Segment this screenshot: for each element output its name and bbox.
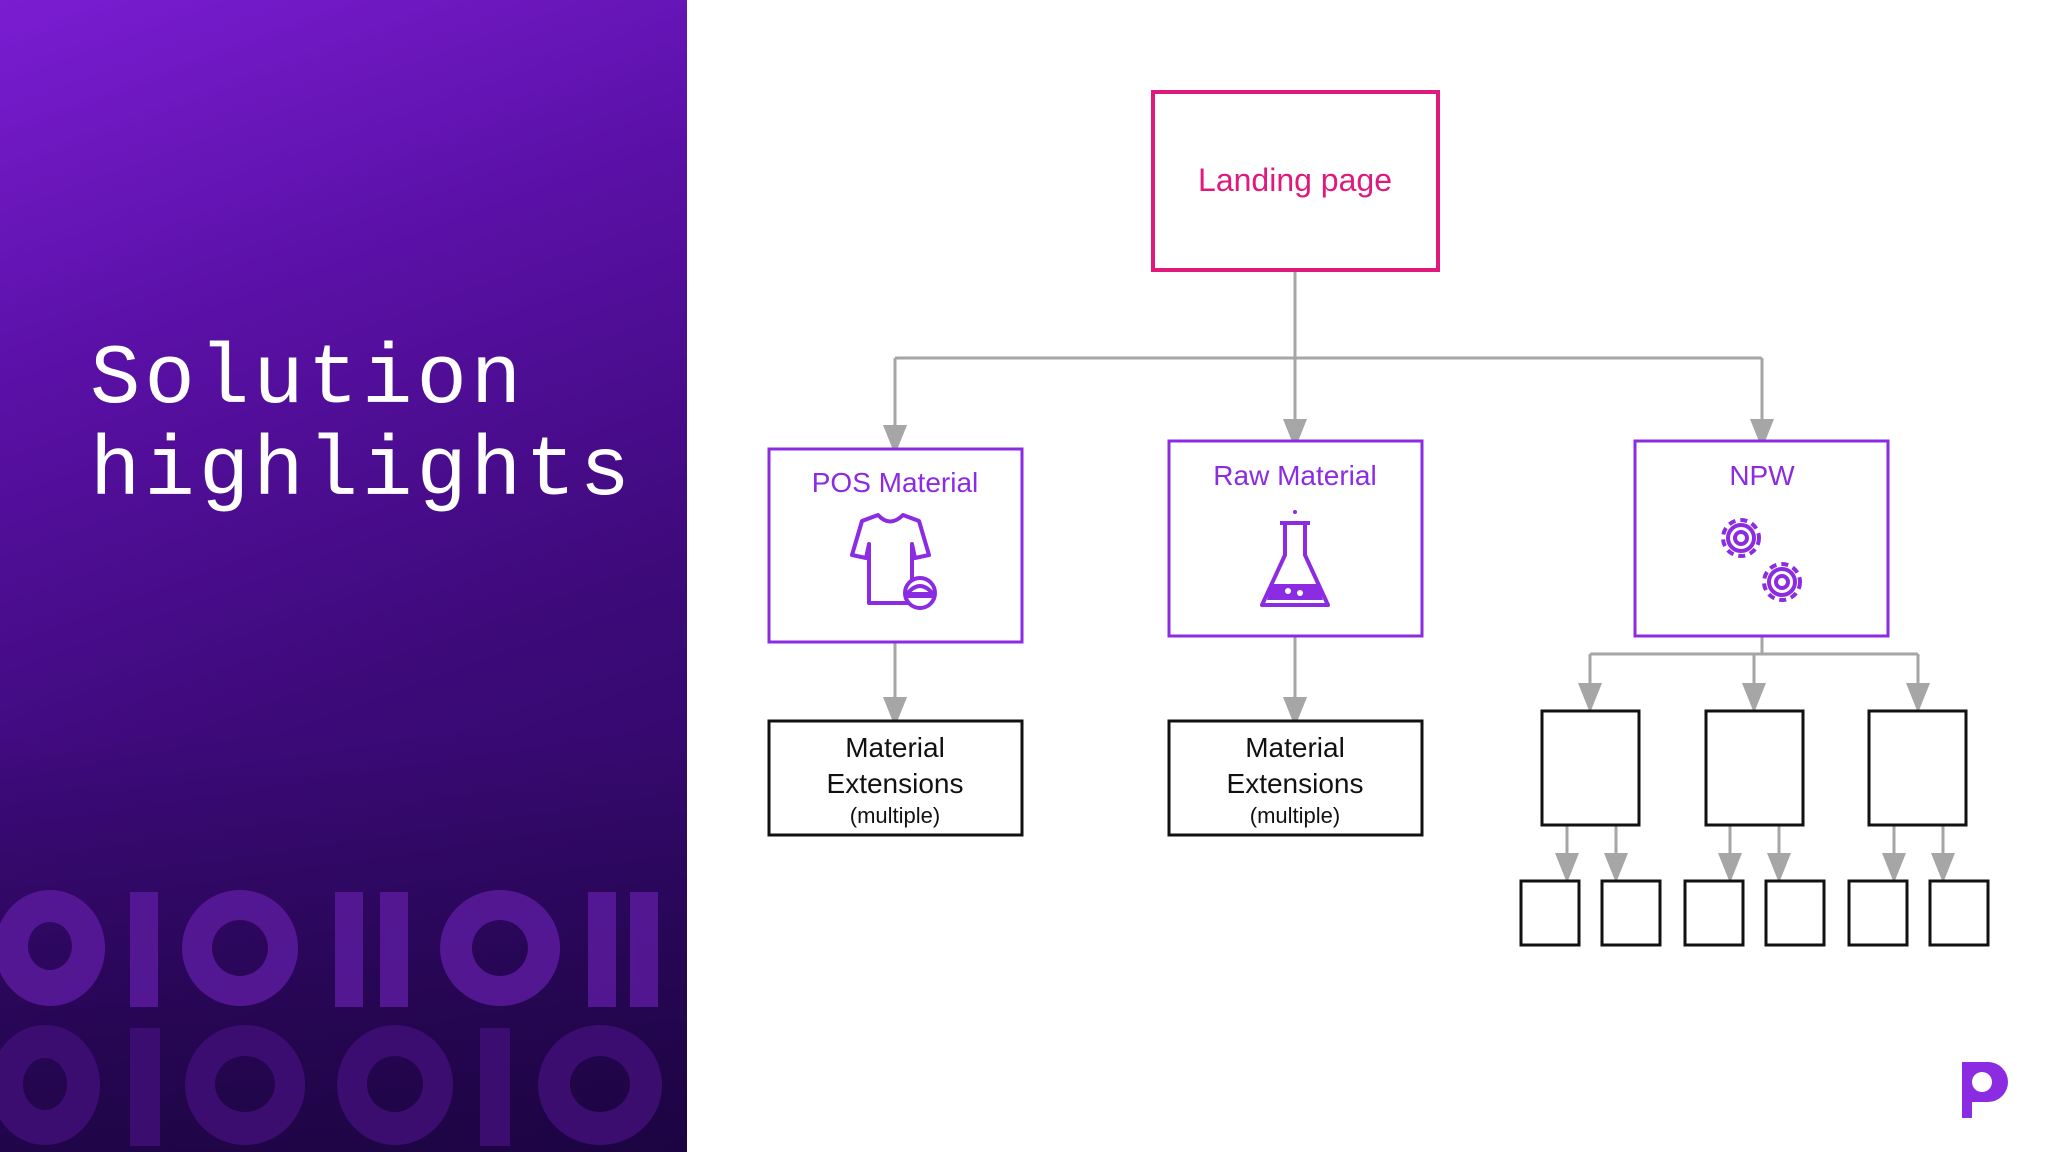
- pos-extensions-line-1: Material: [845, 732, 945, 763]
- root-connectors: [883, 270, 1955, 883]
- npw-grandchild-node: [1928, 879, 1990, 947]
- npw-label: NPW: [1729, 460, 1795, 491]
- hierarchy-diagram: Landing page POS Material Raw Material N…: [767, 90, 1990, 947]
- binary-one-glyph: [335, 892, 363, 1007]
- raw-extensions-line-1: Material: [1245, 732, 1345, 763]
- raw-extensions-node: Material Extensions (multiple): [1167, 719, 1424, 837]
- npw-child-node: [1867, 709, 1968, 827]
- binary-digits-decoration: [0, 890, 663, 1146]
- binary-zero-glyph: [0, 890, 105, 1006]
- brand-p-logo: [1962, 1062, 2008, 1118]
- raw-material-label: Raw Material: [1213, 460, 1376, 491]
- landing-page-node: Landing page: [1151, 90, 1440, 272]
- gears-icon: [1721, 518, 1802, 602]
- landing-page-label: Landing page: [1198, 162, 1392, 198]
- title-panel: Solution highlights: [0, 0, 687, 1152]
- npw-grandchild-node: [1847, 879, 1909, 947]
- binary-one-glyph: [480, 1028, 510, 1146]
- npw-child-node: [1540, 709, 1641, 827]
- slide-title-line-1: Solution: [90, 333, 526, 428]
- binary-one-glyph: [380, 892, 408, 1007]
- pos-extensions-line-2: Extensions: [827, 768, 964, 799]
- pos-material-label: POS Material: [812, 467, 979, 498]
- binary-zero-glyph: [0, 1025, 101, 1145]
- npw-grandchild-node: [1683, 879, 1745, 947]
- binary-one-glyph: [130, 1028, 160, 1146]
- binary-zero-glyph: [185, 1025, 306, 1145]
- slide-title-line-2: highlights: [90, 425, 635, 520]
- npw-grandchild-node: [1519, 879, 1581, 947]
- binary-one-glyph: [130, 892, 158, 1007]
- npw-child-node: [1704, 709, 1805, 827]
- pos-extensions-line-3: (multiple): [850, 803, 940, 828]
- binary-zero-glyph: [440, 890, 561, 1006]
- slide-title: Solution highlights: [90, 335, 670, 519]
- pos-extensions-node: Material Extensions (multiple): [767, 719, 1024, 837]
- npw-node: NPW: [1633, 439, 1890, 638]
- npw-grandchild-node: [1764, 879, 1826, 947]
- binary-zero-glyph: [538, 1025, 663, 1145]
- raw-extensions-line-2: Extensions: [1227, 768, 1364, 799]
- binary-zero-glyph: [337, 1025, 454, 1145]
- tshirt-cap-icon: [850, 513, 937, 610]
- pos-material-node: POS Material: [767, 447, 1024, 644]
- raw-material-node: Raw Material: [1167, 439, 1424, 638]
- flask-icon: [1260, 510, 1330, 607]
- binary-zero-glyph: [182, 890, 299, 1006]
- binary-one-glyph: [630, 892, 658, 1007]
- raw-extensions-line-3: (multiple): [1250, 803, 1340, 828]
- npw-grandchild-node: [1600, 879, 1662, 947]
- binary-one-glyph: [588, 892, 616, 1007]
